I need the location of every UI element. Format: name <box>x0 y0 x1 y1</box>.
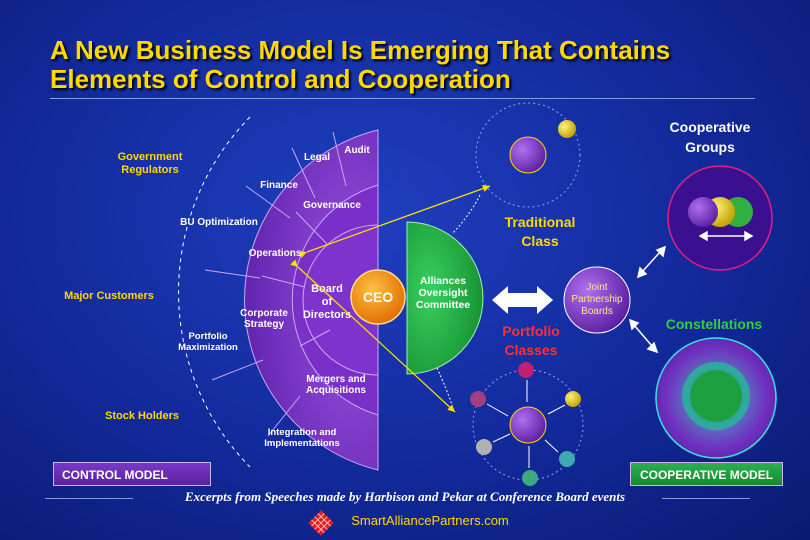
label-traditional-class-line: Traditional <box>505 214 576 230</box>
group-purple-ball <box>688 197 718 227</box>
label-portfolio-maximization-line: Portfolio <box>188 331 227 342</box>
footer-rule-right <box>662 498 750 499</box>
label-cooperative-groups-line: Cooperative <box>670 119 751 135</box>
traditional-ball <box>509 136 547 174</box>
title-divider <box>50 98 755 99</box>
label-corporate-strategy-line: Corporate <box>240 308 288 319</box>
label-major-customers: Major Customers <box>64 290 154 302</box>
group-arrow-icon <box>698 230 754 242</box>
label-alliances-oversight-line: Alliances <box>420 275 466 287</box>
label-alliances-oversight-line: Committee <box>416 299 470 311</box>
traditional-satellite <box>558 120 576 138</box>
connector-arrows <box>290 185 491 413</box>
label-government-regulators-line: Regulators <box>121 164 178 176</box>
smart-alliance-logo-icon <box>308 510 334 536</box>
label-government-regulators-line: Government <box>118 151 183 163</box>
label-joint-boards-line: Joint <box>586 282 607 293</box>
label-integration-line: Implementations <box>264 438 340 449</box>
label-portfolio-classes-line: Classes <box>505 342 558 358</box>
footer-excerpt: Excerpts from Speeches made by Harbison … <box>184 489 626 504</box>
joint-boards-circle <box>563 266 631 334</box>
label-mergers-line: Acquisitions <box>306 385 366 396</box>
label-finance: Finance <box>260 180 298 191</box>
label-portfolio-classes-line: Portfolio <box>502 323 560 339</box>
label-joint-boards-line: Boards <box>581 306 613 317</box>
label-portfolio-maximization-line: Maximization <box>178 342 238 353</box>
label-constellations: Constellations <box>666 316 763 332</box>
page-title: A New Business Model Is Emerging That Co… <box>50 35 671 94</box>
traditional-orbit <box>475 102 581 208</box>
label-integration-line: Integration and <box>268 427 337 438</box>
portfolio-link <box>436 367 453 406</box>
label-stock-holders: Stock Holders <box>105 410 179 422</box>
portfolio-ball <box>509 406 547 444</box>
label-mergers-line: Mergers and <box>306 374 365 385</box>
stakeholder-arc <box>178 116 251 468</box>
footer-rule-left <box>45 498 133 499</box>
joint-connectors <box>628 245 667 354</box>
label-alliances-oversight-line: Oversight <box>418 287 468 299</box>
label-governance: Governance <box>303 200 361 211</box>
label-ceo: CEO <box>363 289 393 305</box>
traditional-link <box>451 194 481 235</box>
label-legal: Legal <box>304 152 330 163</box>
cooperative-model-box: COOPERATIVE MODEL <box>630 462 783 486</box>
double-arrow-icon <box>492 286 553 314</box>
site-link[interactable]: SmartAlliancePartners.com <box>351 513 509 528</box>
label-corporate-strategy-line: Strategy <box>244 319 284 330</box>
control-model-box: CONTROL MODEL <box>53 462 211 486</box>
label-cooperative-groups-line: Groups <box>685 139 735 155</box>
label-operations: Operations <box>249 248 302 259</box>
constellations-core <box>690 370 742 422</box>
label-bu-optimization: BU Optimization <box>180 217 258 228</box>
portfolio-satellites <box>470 362 581 486</box>
portfolio-spokes <box>486 380 566 468</box>
label-audit: Audit <box>344 145 370 156</box>
label-joint-boards-line: Partnership <box>571 294 623 305</box>
label-traditional-class-line: Class <box>521 233 559 249</box>
label-board-of-directors-line: Directors <box>303 309 351 321</box>
